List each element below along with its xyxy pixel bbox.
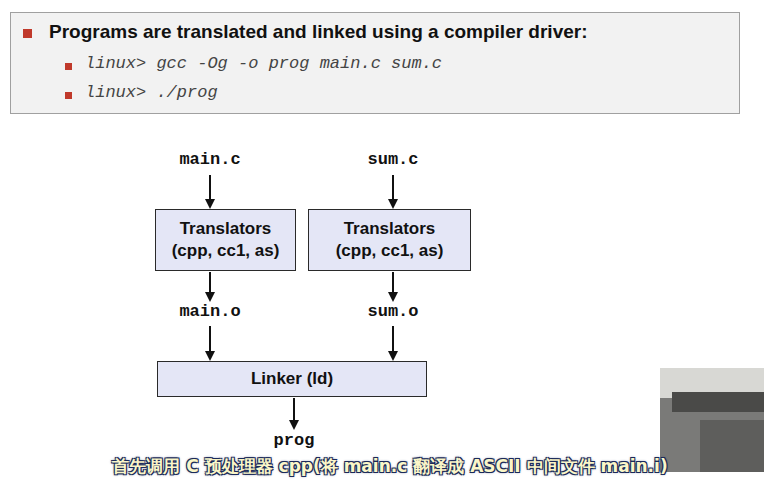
- bullet-marker: [65, 63, 72, 70]
- arrow: [392, 326, 394, 359]
- file-name: main.c: [179, 150, 240, 169]
- file-name: prog: [274, 431, 315, 450]
- bullet-marker: [65, 92, 72, 99]
- box-label: (cpp, cc1, as): [336, 240, 444, 262]
- box-label: Linker (ld): [251, 368, 333, 390]
- command-text: linux> gcc -Og -o prog main.c sum.c: [85, 54, 442, 73]
- file-name: sum.c: [367, 150, 418, 169]
- bullet-marker: [23, 29, 32, 38]
- arrow: [293, 398, 295, 428]
- arrow: [392, 272, 394, 300]
- process-box: Translators(cpp, cc1, as): [308, 209, 471, 271]
- arrow: [392, 175, 394, 207]
- process-box: Linker (ld): [157, 361, 427, 397]
- arrow: [209, 326, 211, 359]
- video-subtitle: 首先调用 C 预处理器 cpp(将 main.c 翻译成 ASCII 中间文件 …: [112, 455, 667, 478]
- file-name: main.o: [179, 302, 240, 321]
- box-label: Translators: [344, 218, 436, 240]
- arrow: [209, 272, 211, 300]
- arrow: [209, 175, 211, 207]
- process-box: Translators(cpp, cc1, as): [155, 209, 296, 271]
- bullet-text: Programs are translated and linked using…: [49, 21, 588, 43]
- slide-panel: Programs are translated and linked using…: [10, 12, 740, 114]
- box-label: (cpp, cc1, as): [172, 240, 280, 262]
- video-thumbnail: [660, 368, 764, 472]
- box-label: Translators: [180, 218, 272, 240]
- command-text: linux> ./prog: [85, 83, 218, 102]
- file-name: sum.o: [367, 302, 418, 321]
